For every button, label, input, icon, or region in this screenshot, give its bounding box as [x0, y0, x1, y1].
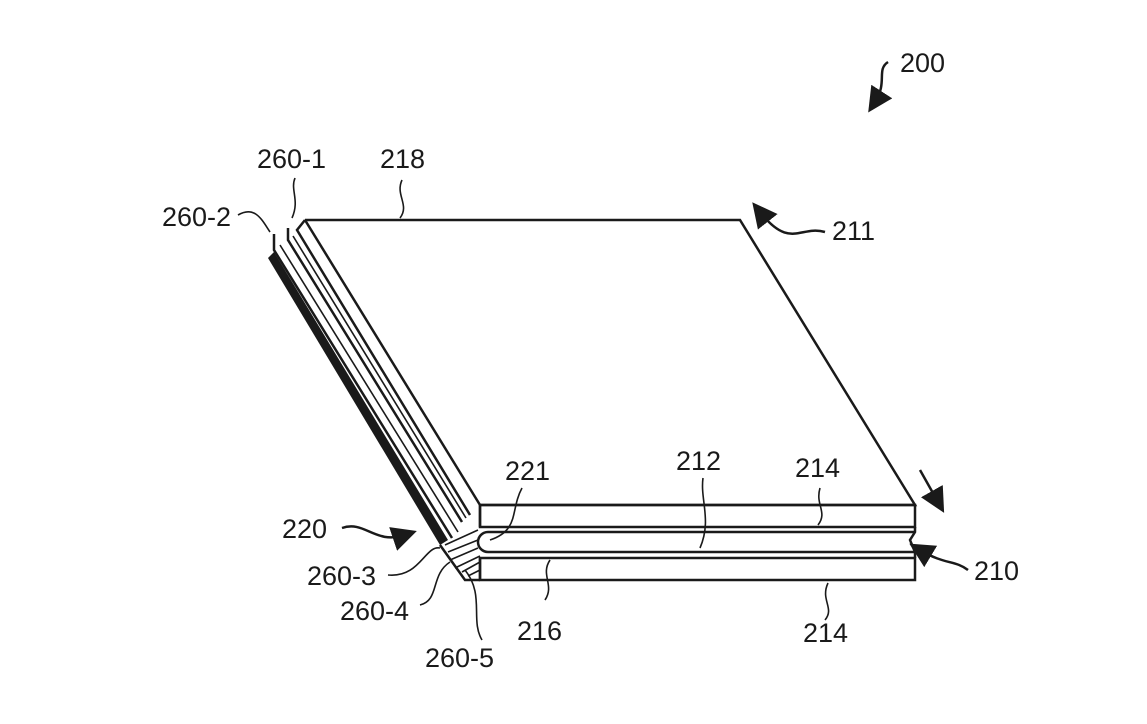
label-260-1: 260-1 [257, 144, 326, 174]
label-214-top: 214 [795, 453, 840, 483]
leader-lines [237, 60, 969, 641]
label-218: 218 [380, 144, 425, 174]
label-212: 212 [676, 446, 721, 476]
label-260-4: 260-4 [340, 596, 409, 626]
label-211: 211 [832, 216, 875, 246]
label-216: 216 [517, 616, 562, 646]
label-220: 220 [282, 514, 327, 544]
label-260-3: 260-3 [307, 561, 376, 591]
label-214-bottom: 214 [803, 618, 848, 648]
bottom-layers [476, 503, 917, 582]
label-200: 200 [900, 48, 945, 78]
label-221: 221 [505, 456, 550, 486]
hinge [438, 505, 482, 582]
panel-edges [268, 219, 482, 545]
label-210: 210 [974, 556, 1019, 586]
label-260-2: 260-2 [162, 202, 231, 232]
label-260-5: 260-5 [425, 643, 494, 673]
